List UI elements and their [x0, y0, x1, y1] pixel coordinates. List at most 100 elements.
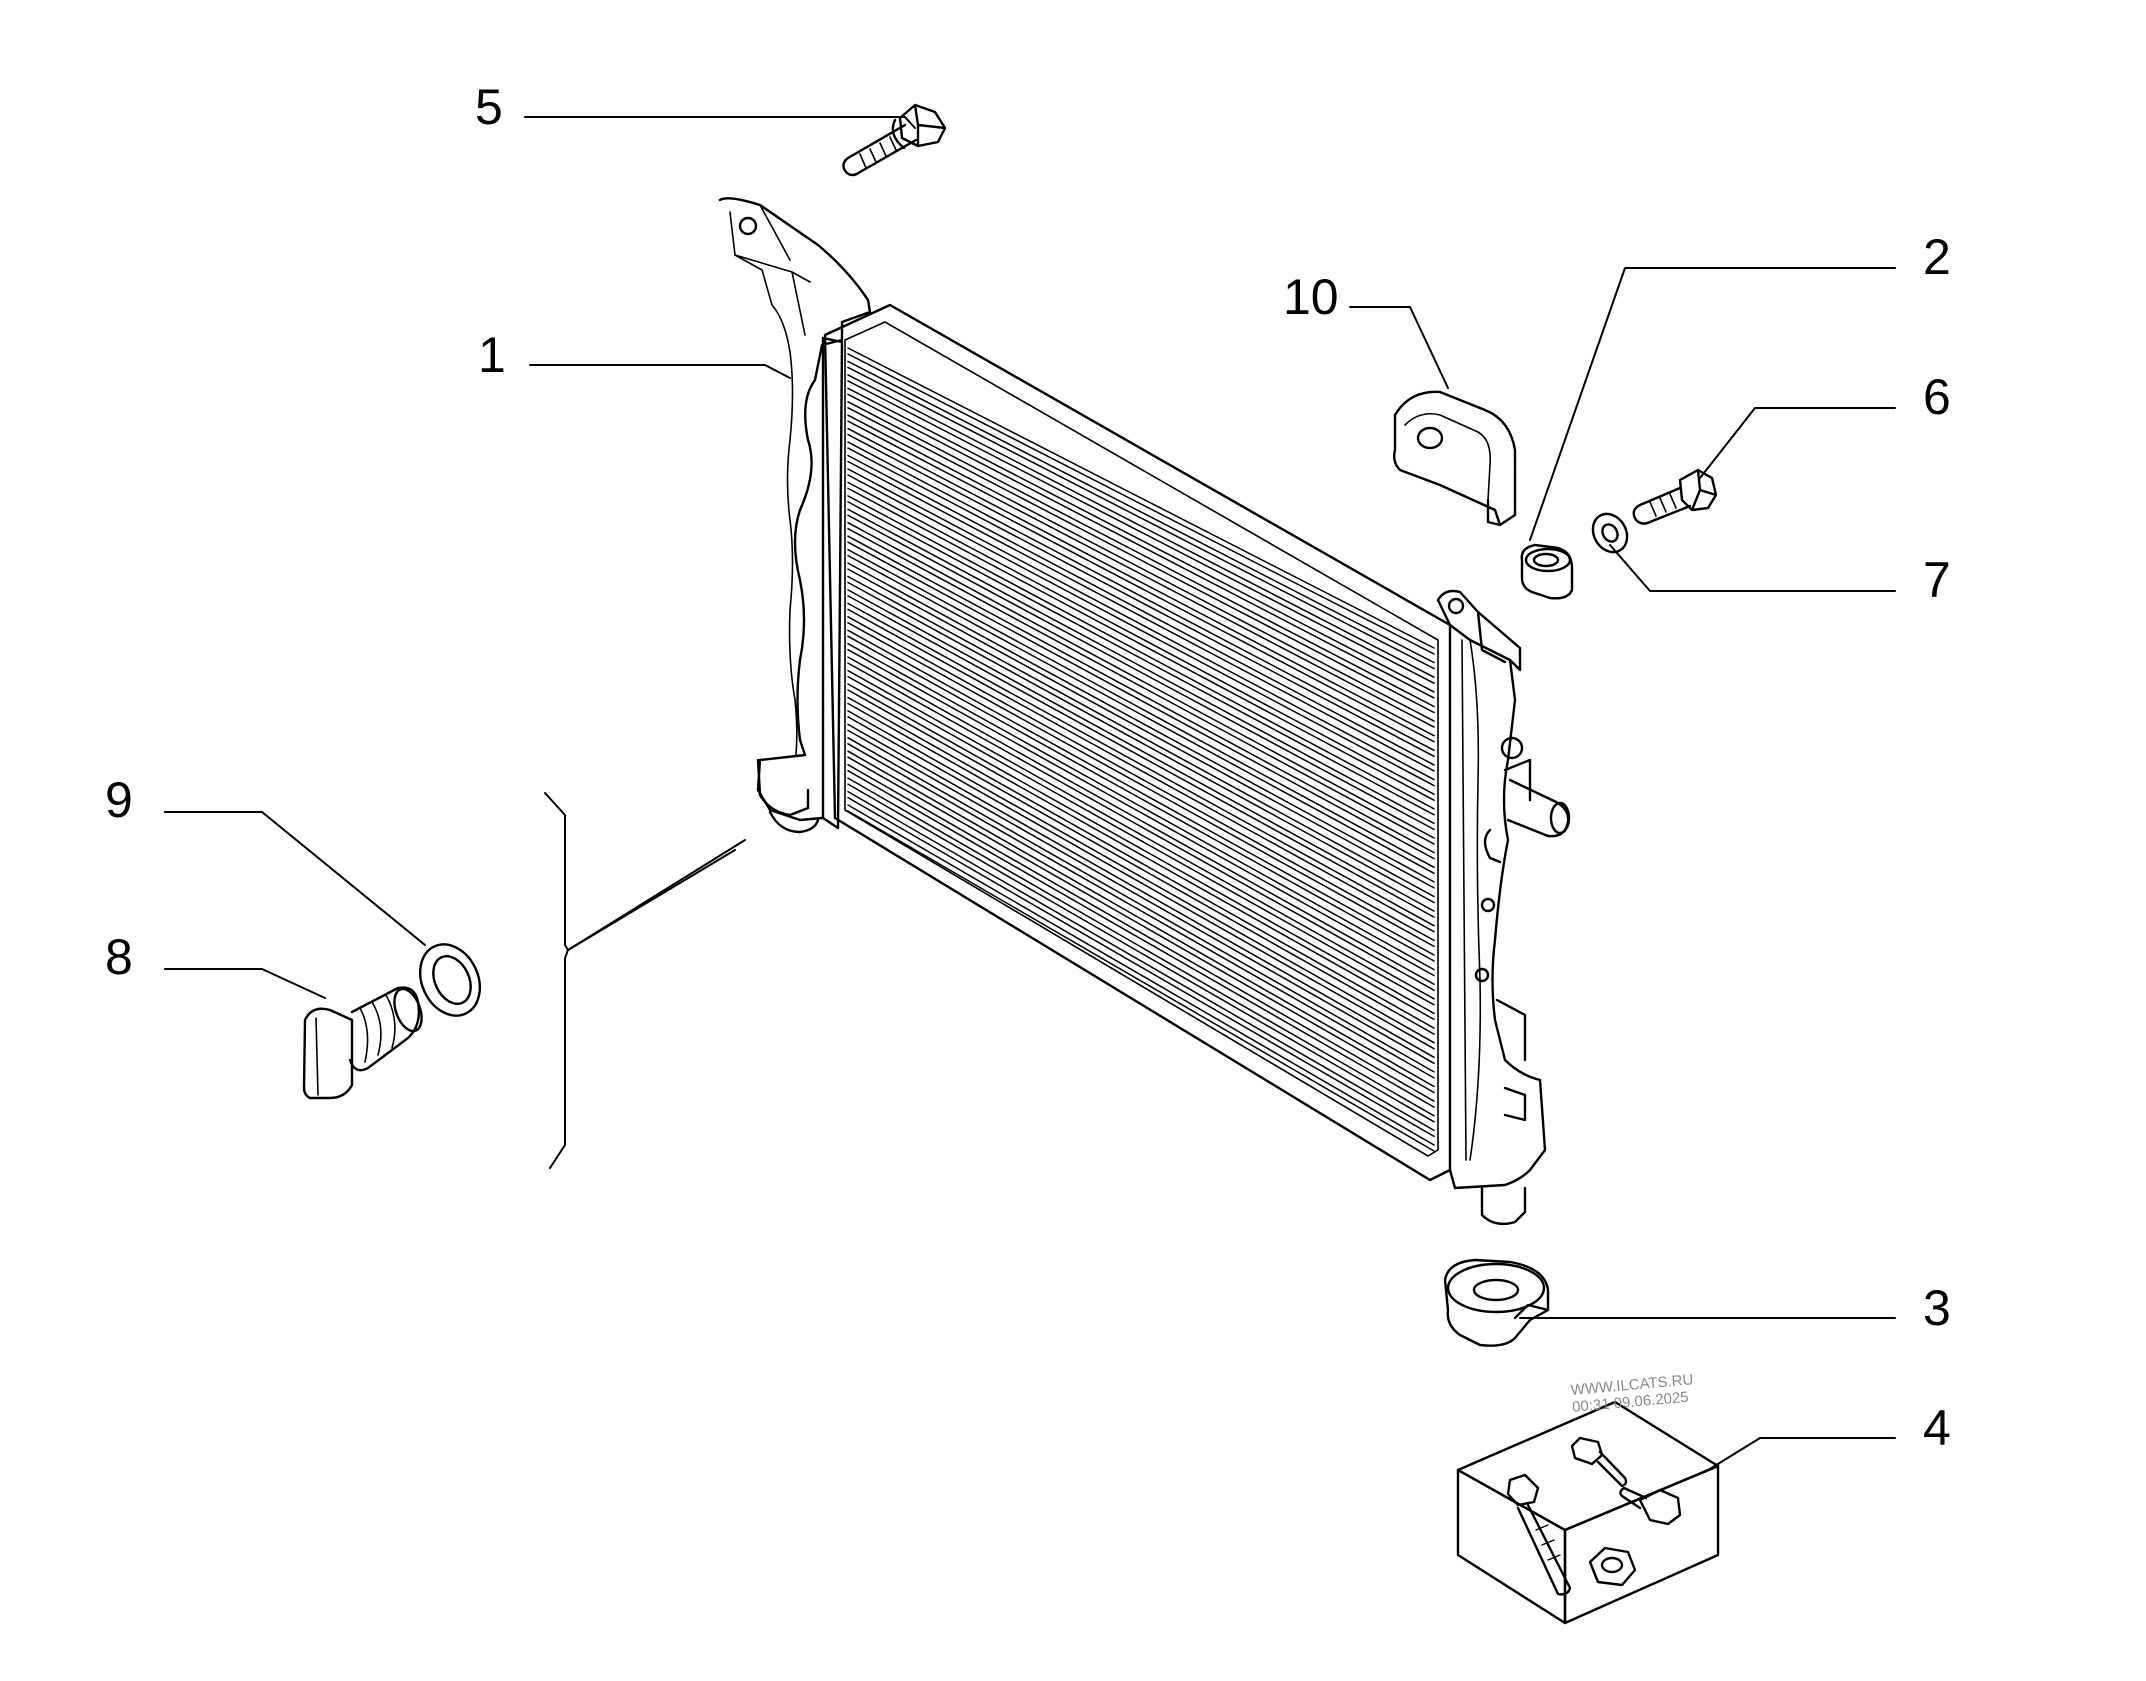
callout-9: 9 [105, 772, 133, 828]
part-2-body [1520, 543, 1574, 600]
radiator-left-mount [718, 197, 872, 822]
radiator-fin [847, 790, 1435, 1132]
part-6-thread [1649, 493, 1677, 517]
radiator-left-foot [756, 758, 820, 834]
leader-8 [164, 968, 326, 999]
part-6-head [1678, 468, 1718, 512]
radiator-fin [847, 414, 1435, 722]
radiator-right-mount [1436, 589, 1522, 672]
part-3-tab [1513, 1303, 1550, 1320]
radiator-fin [847, 447, 1435, 758]
part-2-bore [1532, 552, 1560, 568]
leader-5 [524, 116, 916, 129]
radiator-fin [847, 622, 1435, 948]
part-8-ribs [359, 994, 396, 1063]
radiator-fin [847, 393, 1435, 699]
part-4-bolt-b [1506, 1473, 1572, 1596]
part-7-washer [1591, 512, 1629, 554]
radiator-fin [847, 527, 1435, 845]
callout-2: 2 [1923, 229, 1951, 285]
radiator-fin [847, 562, 1435, 883]
part-9-inner [432, 955, 472, 1005]
radiator-fin [847, 608, 1435, 933]
radiator-left-mount-face [734, 204, 811, 336]
radiator-fin [847, 460, 1435, 772]
radiator-fin [847, 769, 1435, 1108]
radiator-fin [847, 662, 1435, 991]
radiator-fin [847, 401, 1435, 708]
radiator-right-mount-hole [1447, 597, 1465, 615]
radiator-fin [847, 616, 1435, 942]
part-9-seal [418, 943, 482, 1017]
callout-10: 10 [1283, 269, 1339, 325]
radiator-fin [847, 548, 1435, 869]
radiator-fin [847, 683, 1435, 1015]
callout-7: 7 [1923, 552, 1951, 608]
part-2-bushing [1520, 543, 1574, 600]
radiator-fin [847, 642, 1435, 971]
radiator-fin [847, 796, 1435, 1138]
part-10-body [1392, 390, 1517, 527]
radiator-fin [847, 554, 1435, 875]
radiator-fin [847, 420, 1435, 728]
part-4-nut-bore [1600, 1556, 1624, 1574]
radiator-fin [847, 427, 1435, 737]
radiator-fin [847, 595, 1435, 918]
part-3-bore [1472, 1278, 1520, 1302]
callout-1: 1 [478, 327, 506, 383]
part-10-cover [1392, 390, 1517, 527]
leader-lines [164, 116, 1896, 1473]
radiator-fin [847, 777, 1435, 1117]
radiator-fin [847, 487, 1435, 801]
radiator-fin [847, 737, 1435, 1073]
radiator-fin [847, 669, 1435, 1000]
radiator-fin [847, 454, 1435, 766]
part-3-body [1443, 1258, 1550, 1347]
bracket-8-9 [544, 792, 569, 1169]
radiator-fin [847, 696, 1435, 1029]
part-10-inner [1404, 412, 1492, 501]
part-6-shank [1632, 486, 1692, 525]
radiator-fin [847, 568, 1435, 889]
radiator-fin [847, 387, 1435, 693]
part-6-bolt [1632, 468, 1718, 525]
part-8-plug [302, 986, 423, 1100]
part-8-end [393, 987, 423, 1033]
radiator-side-bracket-lower [1495, 998, 1527, 1122]
leader-7 [1609, 544, 1896, 592]
radiator-left-mount-inner [729, 211, 798, 756]
leader-2 [1529, 267, 1896, 541]
bracket-pointer-b [567, 849, 736, 951]
radiator-side-bracket-upper [1483, 758, 1532, 864]
part-8-wing [302, 1007, 354, 1100]
radiator-fin [847, 689, 1435, 1021]
leader-10 [1349, 306, 1449, 389]
radiator-fin [847, 710, 1435, 1044]
part-4-box-right [1563, 1464, 1720, 1625]
part-10-hole [1416, 426, 1444, 450]
radiator-fin [847, 514, 1435, 831]
radiator-fin [847, 723, 1435, 1059]
radiator-fin [847, 729, 1435, 1065]
callout-3: 3 [1923, 1280, 1951, 1336]
radiator-fin [847, 468, 1435, 781]
leader-9 [164, 811, 426, 946]
radiator-fin [847, 508, 1435, 825]
part-5-bolt [842, 103, 947, 177]
radiator-side-fitting [1500, 736, 1524, 760]
part-7-outer [1591, 512, 1629, 554]
radiator-fin [847, 495, 1435, 810]
radiator-fin [847, 521, 1435, 839]
radiator-fin [847, 756, 1435, 1094]
radiator-fin [847, 535, 1435, 854]
part-4-bolt-b-thread [1535, 1524, 1561, 1561]
part-3-top [1446, 1262, 1546, 1314]
radiator-fin [847, 763, 1435, 1102]
radiator-fin [847, 380, 1435, 684]
part-10-tab [1486, 498, 1502, 527]
radiator-fin [847, 635, 1435, 962]
radiator-side-nub-1 [1480, 897, 1496, 913]
part-4-kit [1456, 1400, 1720, 1625]
radiator [718, 197, 1571, 1226]
leader-4 [1704, 1437, 1896, 1473]
